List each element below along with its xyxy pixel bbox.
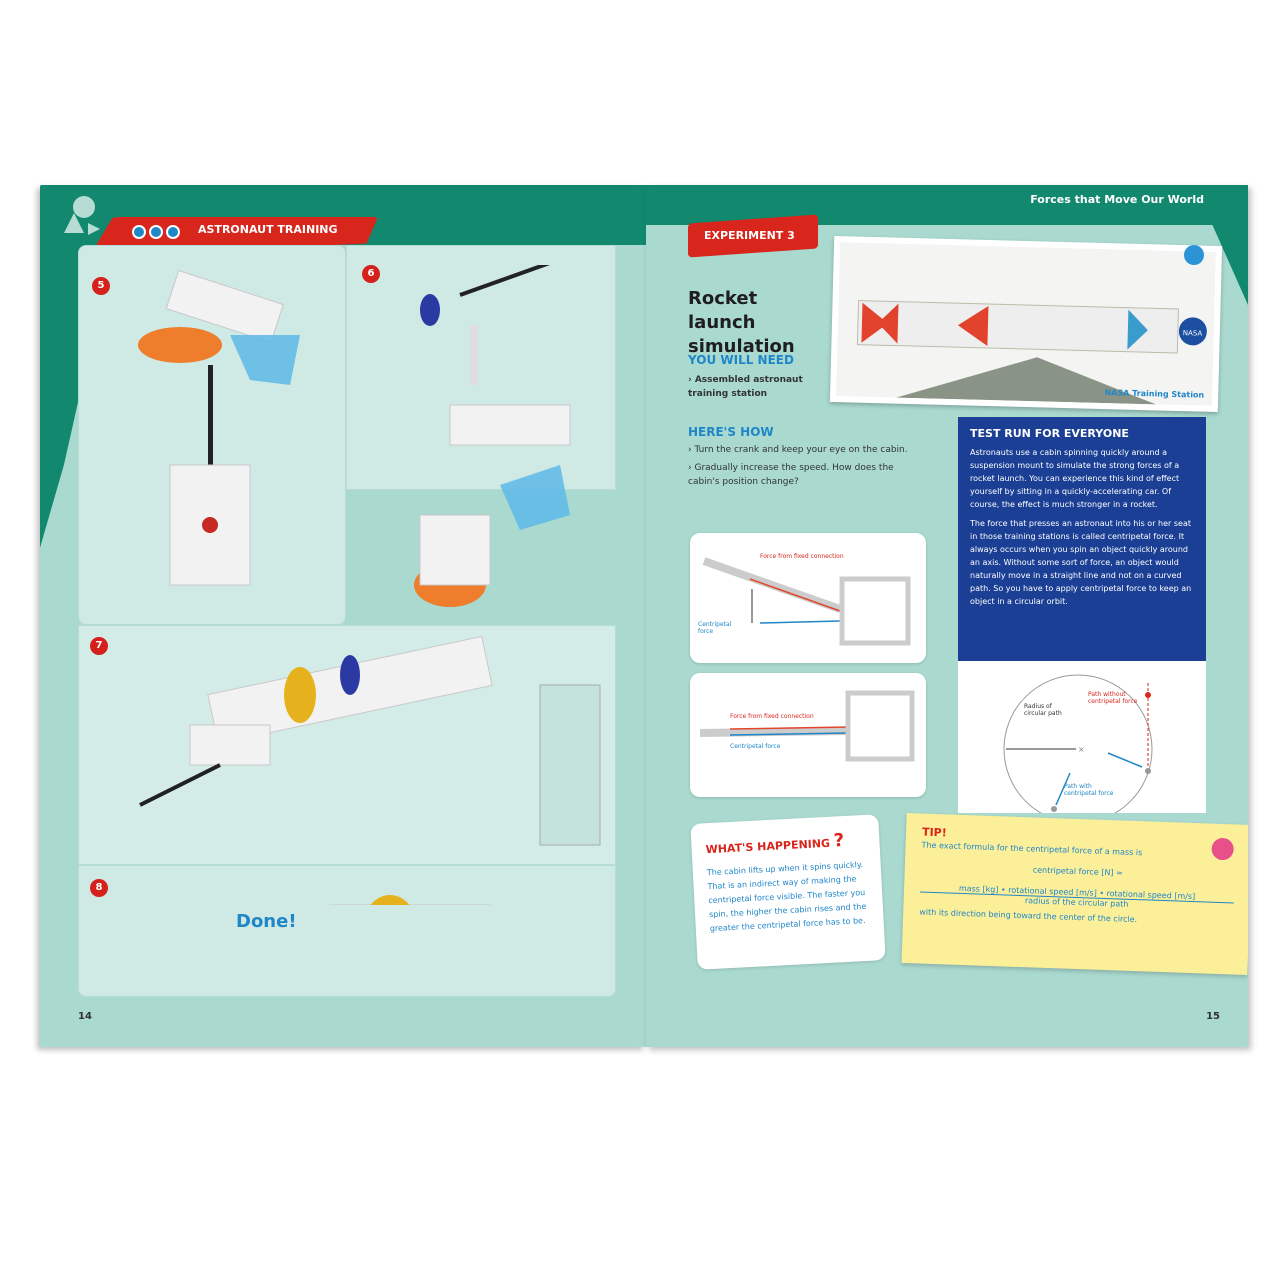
- test-run-box: TEST RUN FOR EVERYONE Astronauts use a c…: [958, 417, 1206, 661]
- whats-happening-card: WHAT'S HAPPENING ? The cabin lifts up wh…: [690, 814, 886, 970]
- assembly-illustrations: [138, 265, 601, 905]
- force-diagram-tilted: Force from fixed connection Centripetal …: [690, 533, 926, 663]
- experiment-title: Rocket launch simulation: [688, 288, 795, 357]
- experiment-label: EXPERIMENT 3: [704, 229, 795, 242]
- dot-icon: [132, 225, 146, 239]
- circle-diagram: × Radius of circular path Path without c…: [958, 661, 1206, 824]
- step-text: Gradually increase the speed. How does t…: [688, 463, 894, 487]
- path-with-label: Path with centripetal force: [1064, 783, 1114, 797]
- progress-dots: [132, 225, 180, 239]
- heres-how-step-2: › Gradually increase the speed. How does…: [688, 463, 894, 487]
- page-number-right: 15: [1206, 1011, 1220, 1022]
- heres-how-heading: HERE'S HOW: [688, 425, 774, 439]
- step-number-8: 8: [90, 879, 108, 897]
- heres-how-step-1: › Turn the crank and keep your eye on th…: [688, 445, 908, 455]
- path-without-label: Path without centripetal force: [1088, 691, 1138, 705]
- page-number-left: 14: [78, 1011, 92, 1022]
- step-panel-7: [78, 625, 616, 865]
- whats-happening-heading: WHAT'S HAPPENING ?: [705, 829, 866, 858]
- centripetal-label: Centripetal force: [730, 743, 781, 750]
- item-text: Assembled astronaut training station: [688, 375, 803, 399]
- page-header-band: [646, 185, 1248, 225]
- force-fixed-label: Force from fixed connection: [730, 713, 814, 720]
- pushpin-icon: [1184, 245, 1204, 265]
- question-mark-icon: ?: [833, 830, 845, 852]
- header-title: Forces that Move Our World: [1030, 193, 1204, 206]
- test-run-paragraph-2: The force that presses an astronaut into…: [970, 519, 1192, 606]
- centripetal-label: Centripetal force: [698, 621, 732, 635]
- force-diagram-horizontal: Force from fixed connection Centripetal …: [690, 673, 926, 797]
- dot-icon: [149, 225, 163, 239]
- section-banner-label: ASTRONAUT TRAINING: [198, 223, 338, 236]
- formula-lhs: centripetal force [N] =: [1032, 865, 1123, 878]
- done-label: Done!: [236, 911, 297, 932]
- right-page: Forces that Move Our World EXPERIMENT 3 …: [646, 185, 1248, 1047]
- logo-shapes-icon: [60, 193, 104, 237]
- svg-text:×: ×: [1078, 745, 1085, 754]
- nasa-logo: NASA: [1183, 329, 1203, 338]
- step-number-6: 6: [362, 265, 380, 283]
- step-text: Turn the crank and keep your eye on the …: [694, 445, 908, 455]
- step-number-7: 7: [90, 637, 108, 655]
- you-will-need-heading: YOU WILL NEED: [688, 353, 794, 367]
- test-run-heading: TEST RUN FOR EVERYONE: [970, 427, 1129, 440]
- radius-label: Radius of circular path: [1024, 703, 1062, 717]
- whats-happening-text: The cabin lifts up when it spins quickly…: [706, 860, 867, 934]
- horizontal-arm-drawing: [699, 690, 915, 762]
- dot-icon: [166, 225, 180, 239]
- nasa-photo: NASA NASA Training Station: [829, 235, 1223, 413]
- tilted-arm-drawing: [702, 557, 911, 646]
- step-number-5: 5: [92, 277, 110, 295]
- training-station-image: NASA: [836, 242, 1216, 406]
- you-will-need-item: › Assembled astronaut training station: [688, 375, 803, 399]
- test-run-paragraph-1: Astronauts use a cabin spinning quickly …: [970, 448, 1180, 509]
- heading-text: WHAT'S HAPPENING: [705, 836, 831, 857]
- left-page: ASTRONAUT TRAINING 5 6 7 8 Done! 14: [40, 185, 646, 1047]
- step-panel-8: [78, 865, 616, 997]
- tip-note: TIP! The exact formula for the centripet…: [901, 813, 1248, 975]
- force-fixed-label: Force from fixed connection: [760, 553, 844, 560]
